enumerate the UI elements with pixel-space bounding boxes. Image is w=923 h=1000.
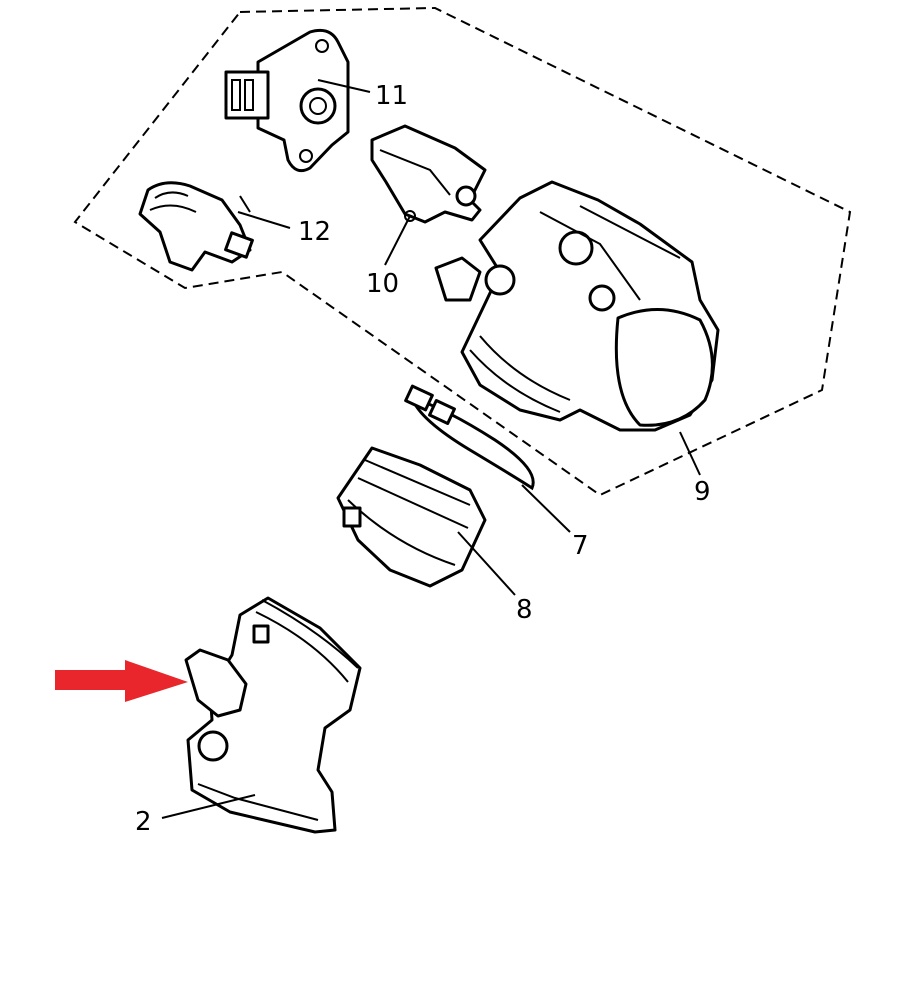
callout-10: 10 (366, 269, 399, 299)
leader-10 (384, 215, 411, 266)
leader-7 (521, 484, 571, 533)
part-12-sensor (138, 181, 254, 272)
part-2-intake-manifold (184, 596, 362, 834)
callout-7: 7 (572, 531, 589, 561)
callout-11: 11 (375, 81, 408, 111)
callout-2: 2 (135, 807, 152, 837)
part-10-idle-air-valve (370, 124, 487, 224)
part-9-throttle-body (434, 180, 720, 432)
leader-8 (457, 531, 516, 596)
assembly-boundary (73, 6, 852, 497)
highlight-arrow (55, 660, 188, 702)
callout-12: 12 (298, 217, 331, 247)
part-11-throttle-position-sensor (224, 28, 350, 173)
leader-9 (679, 431, 701, 476)
leader-2 (161, 794, 256, 819)
part-8-connector-boot (336, 446, 487, 588)
part-7-hose-clamp (404, 384, 535, 491)
callout-8: 8 (516, 595, 533, 625)
callout-9: 9 (694, 477, 711, 507)
leader-12 (237, 211, 291, 229)
leader-11 (317, 79, 371, 93)
